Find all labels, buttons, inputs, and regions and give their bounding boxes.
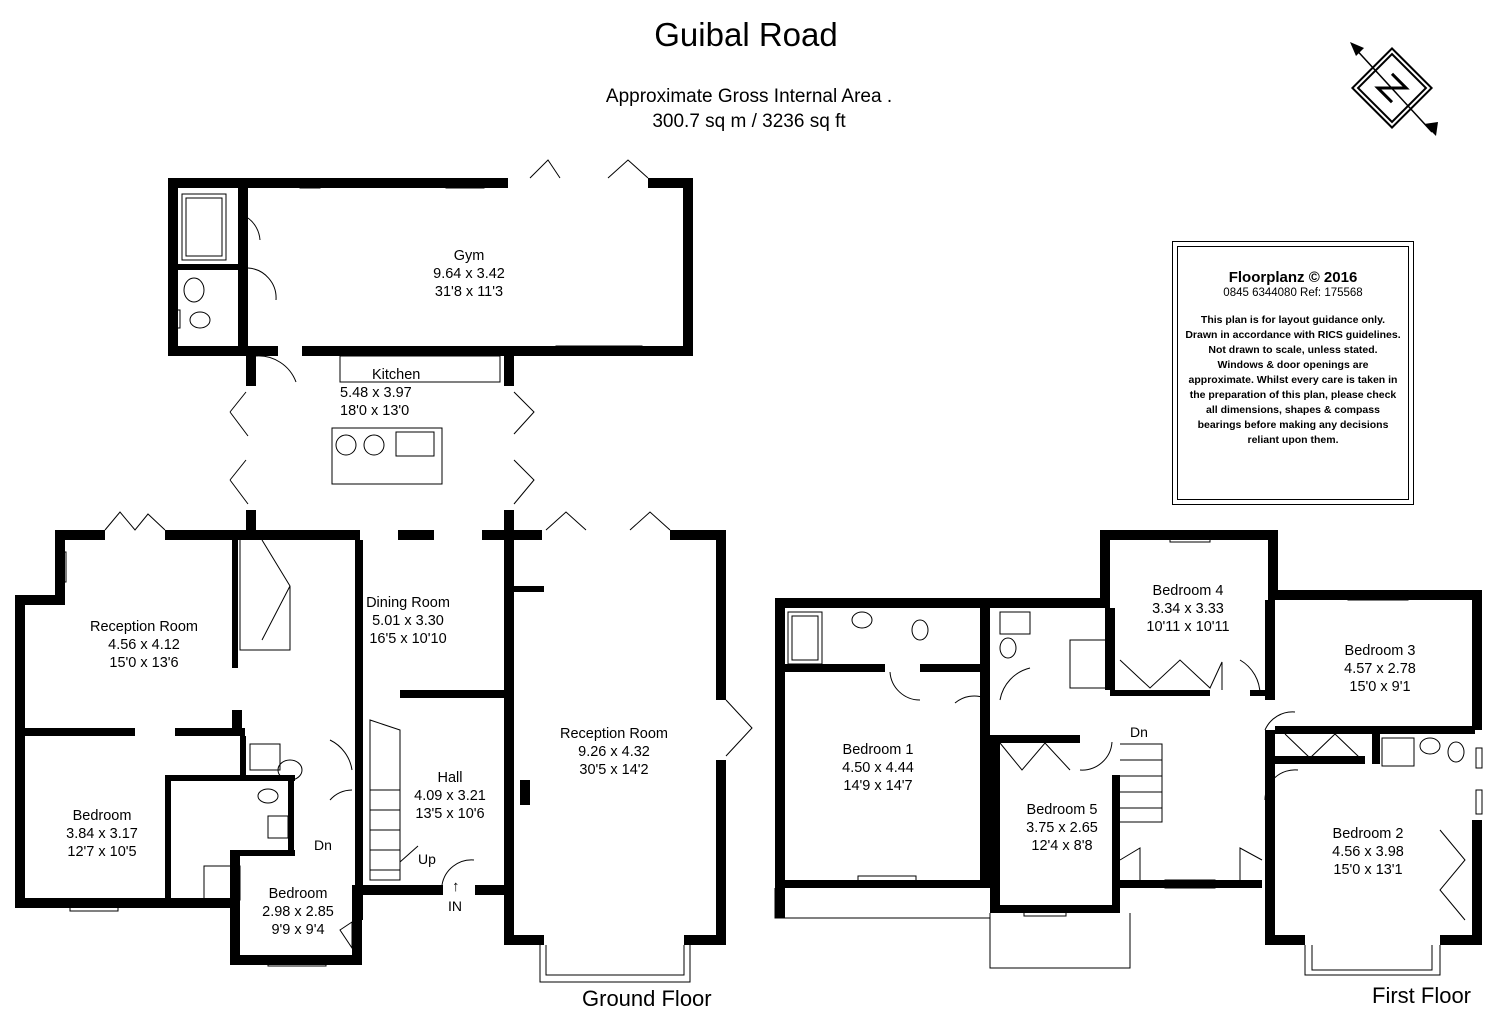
compass-letter: N	[1385, 78, 1386, 79]
plan-title: Guibal Road	[654, 16, 838, 53]
info-disclaimer: This plan is for layout guidance only. D…	[1185, 314, 1401, 446]
room-hall: Hall 4.09 x 3.21 13'5 x 10'6	[414, 769, 486, 823]
room-imperial: 15'0 x 13'6	[109, 655, 179, 671]
room-metric: 3.75 x 2.65	[1026, 820, 1098, 836]
room-name: Bedroom 2	[1332, 826, 1404, 842]
room-bedroom-a: Bedroom 3.84 x 3.17 12'7 x 10'5	[66, 807, 138, 861]
stairs-up-label: Up	[418, 851, 436, 867]
entrance-arrow-icon: ↑	[452, 878, 460, 895]
room-name: Bedroom	[72, 808, 132, 824]
room-metric: 4.50 x 4.44	[842, 760, 914, 776]
room-bedroom-1: Bedroom 1 4.50 x 4.44 14'9 x 14'7	[842, 741, 914, 795]
room-dining: Dining Room 5.01 x 3.30 16'5 x 10'10	[366, 594, 450, 648]
ground-floor-label: Ground Floor	[582, 986, 712, 1011]
room-bedroom-4: Bedroom 4 3.34 x 3.33 10'11 x 10'11	[1146, 582, 1229, 636]
room-metric: 3.84 x 3.17	[66, 826, 138, 842]
room-metric: 9.26 x 4.32	[578, 744, 650, 760]
info-brand: Floorplanz © 2016	[1228, 269, 1358, 286]
room-imperial: 15'0 x 13'1	[1333, 862, 1403, 878]
room-imperial: 30'5 x 14'2	[579, 762, 649, 778]
room-imperial: 31'8 x 11'3	[434, 284, 504, 300]
room-imperial: 18'0 x 13'0	[340, 403, 410, 419]
gross-area: Approximate Gross Internal Area . 300.7 …	[499, 84, 999, 134]
room-metric: 3.34 x 3.33	[1152, 601, 1224, 617]
room-name: Reception Room	[90, 619, 198, 635]
compass-icon	[1350, 42, 1438, 136]
room-name: Kitchen	[372, 367, 421, 383]
room-name: Bedroom	[268, 886, 328, 902]
info-ref: 0845 6344080 Ref: 175568	[1223, 287, 1363, 299]
room-kitchen: Kitchen 5.48 x 3.97 18'0 x 13'0	[340, 366, 421, 420]
room-name: Bedroom 4	[1152, 583, 1224, 599]
room-gym: Gym 9.64 x 3.42 31'8 x 11'3	[433, 247, 505, 301]
room-metric: 5.48 x 3.97	[340, 385, 412, 401]
room-metric: 9.64 x 3.42	[433, 266, 505, 282]
room-name: Reception Room	[560, 726, 668, 742]
room-imperial: 14'9 x 14'7	[843, 778, 913, 794]
gross-area-label: Approximate Gross Internal Area .	[605, 86, 893, 107]
room-metric: 2.98 x 2.85	[262, 904, 334, 920]
ground-floor-walls	[15, 178, 726, 965]
first-floor-plan	[774, 530, 1483, 976]
room-imperial: 12'4 x 8'8	[1031, 838, 1093, 854]
room-metric: 4.56 x 3.98	[1332, 844, 1404, 860]
room-metric: 4.09 x 3.21	[414, 788, 486, 804]
room-name: Gym	[453, 248, 485, 264]
ground-floor-fixtures	[57, 159, 753, 983]
first-floor-label: First Floor	[1372, 983, 1471, 1008]
room-imperial: 16'5 x 10'10	[369, 631, 447, 647]
room-reception-right: Reception Room 9.26 x 4.32 30'5 x 14'2	[560, 725, 668, 779]
room-name: Hall	[437, 770, 463, 786]
info-panel-inner: Floorplanz © 2016 0845 6344080 Ref: 1755…	[1177, 246, 1409, 500]
room-metric: 4.57 x 2.78	[1344, 661, 1416, 677]
first-floor-stairs-down-label: Dn	[1130, 724, 1148, 740]
room-name: Bedroom 1	[842, 742, 914, 758]
room-metric: 5.01 x 3.30	[372, 613, 444, 629]
room-bedroom-3: Bedroom 3 4.57 x 2.78 15'0 x 9'1	[1344, 642, 1416, 696]
room-imperial: 15'0 x 9'1	[1349, 679, 1411, 695]
room-imperial: 13'5 x 10'6	[415, 806, 485, 822]
room-imperial: 9'9 x 9'4	[271, 922, 325, 938]
room-imperial: 10'11 x 10'11	[1146, 619, 1230, 635]
first-floor-walls	[775, 530, 1482, 945]
room-bedroom-5: Bedroom 5 3.75 x 2.65 12'4 x 8'8	[1026, 801, 1098, 855]
ground-floor-plan	[15, 159, 753, 983]
room-bedroom-2: Bedroom 2 4.56 x 3.98 15'0 x 13'1	[1332, 825, 1404, 879]
room-name: Bedroom 3	[1344, 643, 1416, 659]
room-name: Bedroom 5	[1026, 802, 1098, 818]
room-reception-left: Reception Room 4.56 x 4.12 15'0 x 13'6	[90, 618, 198, 672]
room-metric: 4.56 x 4.12	[108, 637, 180, 653]
first-floor-fixtures	[774, 535, 1483, 976]
entrance-label: IN	[448, 898, 462, 914]
info-panel: Floorplanz © 2016 0845 6344080 Ref: 1755…	[1172, 241, 1414, 505]
room-imperial: 12'7 x 10'5	[67, 844, 137, 860]
gross-area-value: 300.7 sq m / 3236 sq ft	[652, 111, 846, 132]
room-bedroom-b: Bedroom 2.98 x 2.85 9'9 x 9'4	[262, 885, 334, 939]
room-name: Dining Room	[366, 595, 450, 611]
stairs-down-label: Dn	[314, 837, 332, 853]
